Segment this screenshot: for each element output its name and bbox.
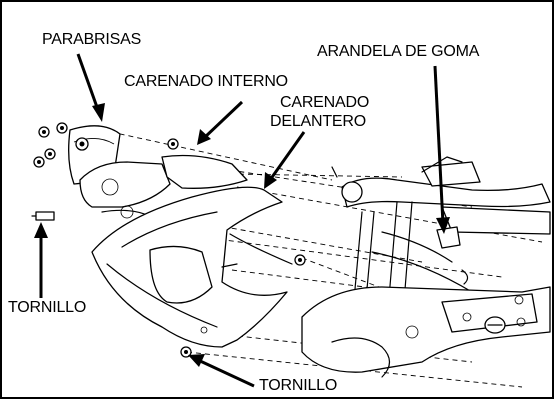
label-rubber-washer: ARANDELA DE GOMA	[317, 43, 480, 60]
label-front-fairing-line1: CARENADO	[280, 94, 370, 111]
motorcycle-frame	[301, 156, 551, 378]
label-front-fairing-line2: DELANTERO	[270, 113, 366, 130]
callout-arrows	[34, 53, 450, 388]
label-windshield: PARABRISAS	[42, 31, 142, 48]
inner-fairing-part	[79, 154, 248, 219]
front-fairing-part	[91, 186, 293, 348]
label-screw-bottom: TORNILLO	[259, 377, 338, 394]
label-inner-fairing: CARENADO INTERNO	[124, 73, 288, 90]
label-screw-left: TORNILLO	[8, 299, 87, 316]
screws	[31, 122, 306, 358]
